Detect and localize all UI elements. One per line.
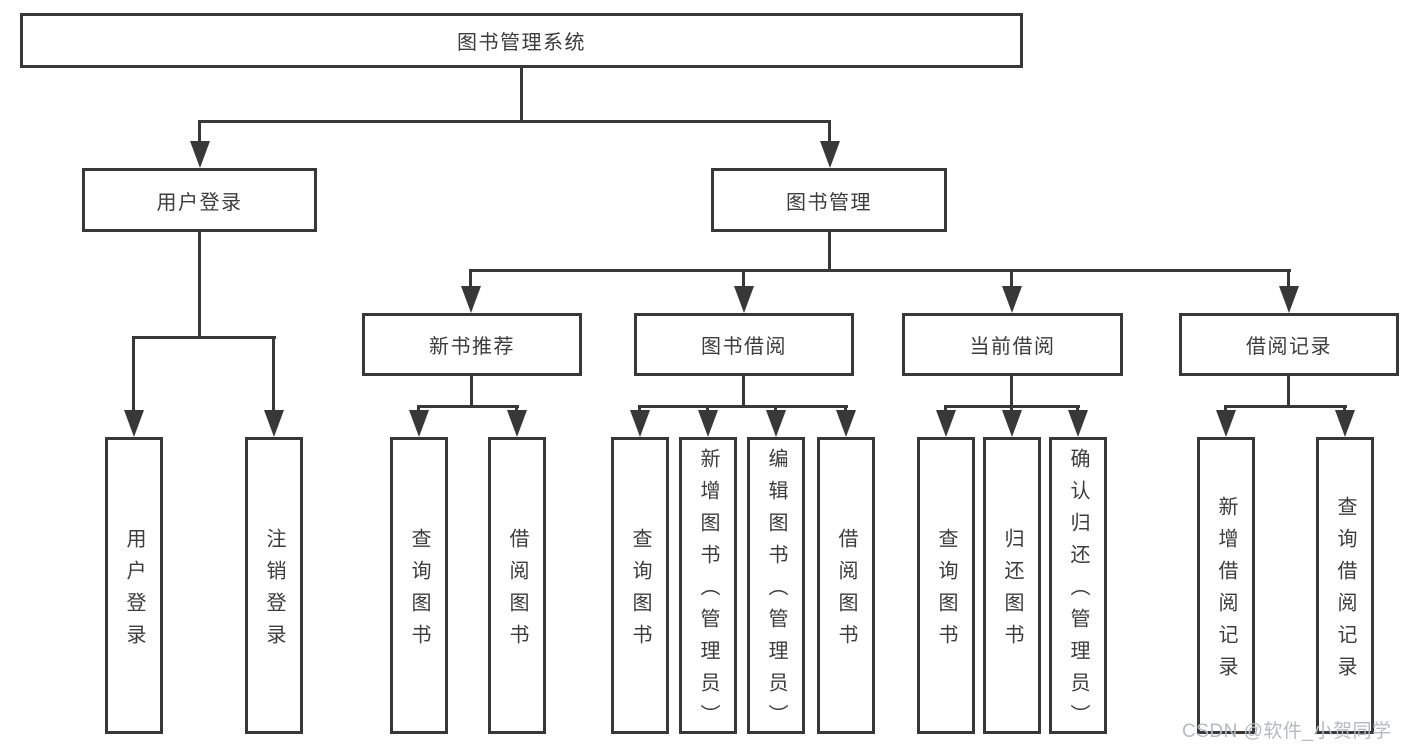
connector-login-stem: [198, 232, 201, 339]
connector-mgmt-stem: [828, 232, 831, 272]
connector-rail: [638, 405, 848, 408]
leaf-label: 用户登录: [123, 527, 145, 656]
arrow-down-icon: [1002, 410, 1022, 437]
arrow-down-icon: [507, 410, 527, 437]
connector-stem: [470, 376, 473, 408]
connector-rail: [1224, 405, 1347, 408]
arrow-down-icon: [1002, 286, 1022, 313]
connector-stem: [1287, 376, 1290, 408]
leaf-return-books: 归还图书: [983, 437, 1041, 734]
connector-mgmt-rail: [469, 269, 1291, 272]
csdn-watermark: CSDN @软件_小贺同学: [1182, 721, 1392, 742]
leaf-label: 新增图书（管理员）: [697, 447, 719, 736]
arrow-down-icon: [409, 410, 429, 437]
connector-drop: [469, 269, 472, 291]
node-label: 图书借阅: [701, 336, 787, 358]
leaf-label: 查询图书: [629, 527, 651, 656]
node-current-borrow: 当前借阅: [902, 313, 1123, 376]
connector-stem: [1010, 376, 1013, 408]
node-borrow-records: 借阅记录: [1179, 313, 1399, 376]
connector-root-stem: [520, 68, 523, 123]
connector-drop: [1287, 269, 1290, 291]
node-label: 图书管理: [786, 191, 872, 214]
connector-rail: [417, 405, 519, 408]
arrow-down-icon: [1279, 286, 1299, 313]
arrow-down-icon: [1068, 410, 1088, 437]
node-label: 图书管理系统: [457, 32, 586, 54]
leaf-query-books: 查询图书: [611, 437, 669, 734]
leaf-borrow-books: 借阅图书: [488, 437, 546, 734]
connector-drop: [198, 120, 201, 145]
arrow-down-icon: [698, 410, 718, 437]
leaf-label: 查询图书: [935, 527, 957, 656]
arrow-down-icon: [766, 410, 786, 437]
arrow-down-icon: [1335, 410, 1355, 437]
leaf-edit-books-admin: 编辑图书（管理员）: [747, 437, 805, 736]
node-label: 借阅记录: [1246, 336, 1332, 358]
node-label: 用户登录: [156, 191, 243, 214]
leaf-label: 借阅图书: [835, 527, 857, 656]
node-book-borrow: 图书借阅: [634, 313, 854, 376]
arrow-down-icon: [936, 410, 956, 437]
leaf-borrow-books: 借阅图书: [817, 437, 875, 734]
leaf-query-borrow-record: 查询借阅记录: [1316, 437, 1374, 734]
leaf-label: 新增借阅记录: [1215, 495, 1237, 688]
node-user-login: 用户登录: [82, 168, 317, 232]
arrow-down-icon: [264, 410, 284, 437]
arrow-down-icon: [461, 286, 481, 313]
node-label: 当前借阅: [969, 336, 1056, 358]
arrow-down-icon: [836, 410, 856, 437]
leaf-label: 归还图书: [1001, 527, 1023, 656]
arrow-down-icon: [630, 410, 650, 437]
leaf-query-books: 查询图书: [917, 437, 975, 734]
leaf-label: 查询图书: [408, 527, 430, 656]
leaf-label: 注销登录: [263, 527, 285, 656]
connector-drop: [828, 120, 831, 145]
leaf-logout: 注销登录: [245, 437, 303, 734]
arrow-down-icon: [820, 141, 840, 168]
leaf-label: 编辑图书（管理员）: [765, 447, 787, 736]
node-book-management: 图书管理: [711, 168, 947, 232]
node-label: 新书推荐: [429, 336, 515, 358]
leaf-query-books: 查询图书: [390, 437, 448, 734]
leaf-add-borrow-record: 新增借阅记录: [1197, 437, 1255, 734]
connector-drop: [1010, 269, 1013, 291]
leaf-user-login: 用户登录: [105, 437, 163, 734]
arrow-down-icon: [734, 286, 754, 313]
connector-stem: [742, 376, 745, 408]
connector-drop: [132, 336, 135, 414]
leaf-label: 确认归还（管理员）: [1067, 447, 1089, 736]
arrow-down-icon: [124, 410, 144, 437]
leaf-label: 查询借阅记录: [1334, 495, 1356, 688]
connector-root-rail: [198, 120, 831, 123]
leaf-add-books-admin: 新增图书（管理员）: [679, 437, 737, 736]
arrow-down-icon: [190, 141, 210, 168]
connector-login-rail: [132, 336, 276, 339]
leaf-label: 借阅图书: [506, 527, 528, 656]
node-library-system: 图书管理系统: [20, 13, 1023, 68]
connector-drop: [742, 269, 745, 291]
node-new-book-recommend: 新书推荐: [362, 313, 582, 376]
connector-drop: [272, 336, 275, 414]
arrow-down-icon: [1216, 410, 1236, 437]
leaf-confirm-return-admin: 确认归还（管理员）: [1049, 437, 1107, 736]
